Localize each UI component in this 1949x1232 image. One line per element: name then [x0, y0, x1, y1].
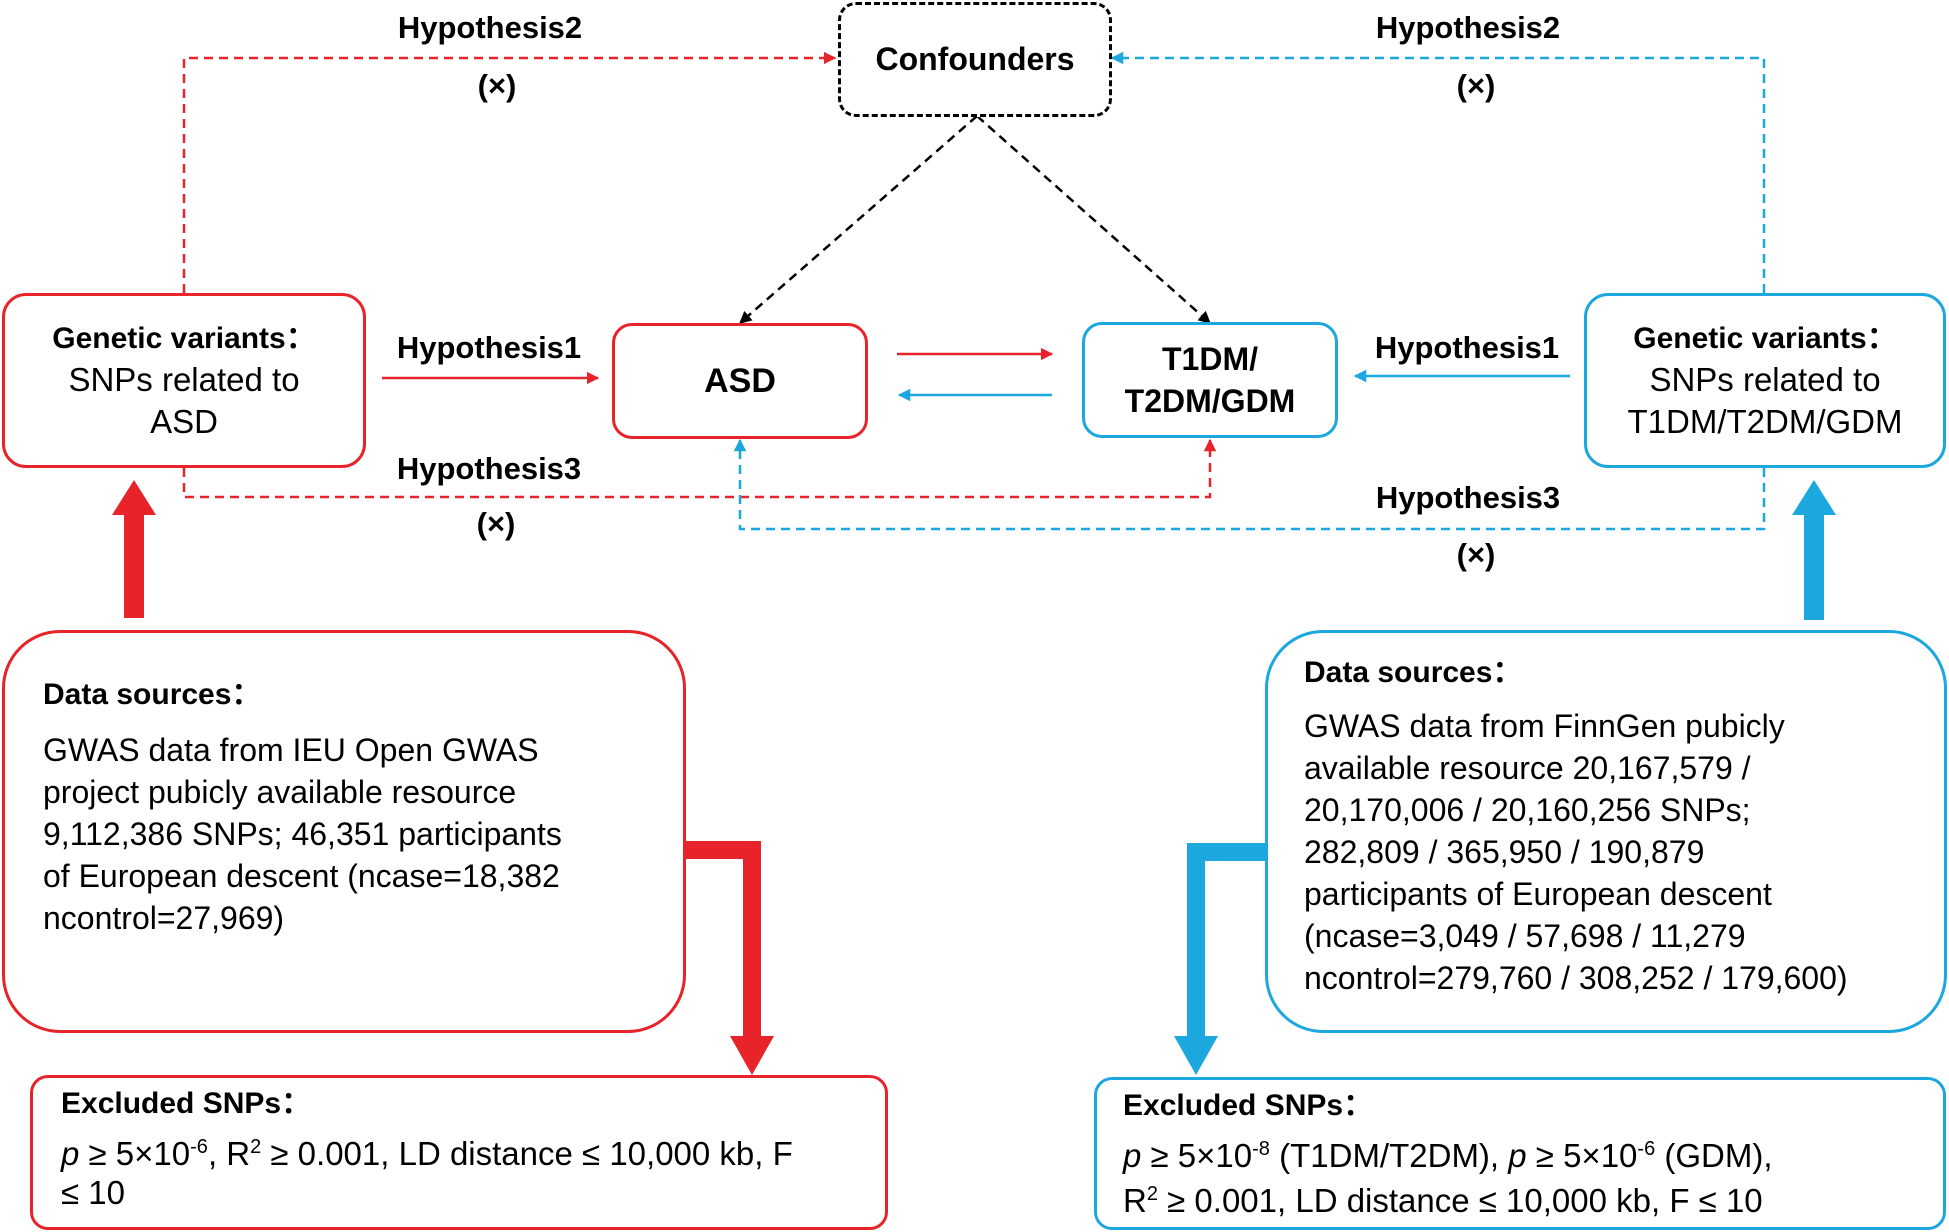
left-data-sources-title: Data sources：	[43, 678, 262, 711]
asd-node: ASD	[612, 323, 868, 439]
right-excluded-snps-box: Excluded SNPs： p ≥ 5×10-8 (T1DM/T2DM), p…	[1094, 1077, 1946, 1230]
left-data-sources-box: Data sources： GWAS data from IEU Open GW…	[2, 630, 686, 1033]
confounder-to-diabetes-arrow	[976, 115, 1211, 324]
diabetes-label-line1: T1DM/	[1162, 341, 1258, 377]
right-data-sources-line: participants of European descent	[1304, 876, 1772, 912]
left-data-sources-line: ncontrol=27,969)	[43, 900, 285, 936]
left-data-sources-line: 9,112,386 SNPs; 46,351 participants	[43, 816, 562, 852]
right-genetic-variants-title: Genetic variants：	[1633, 321, 1897, 355]
diabetes-node: T1DM/ T2DM/GDM	[1082, 322, 1338, 438]
left-excluded-criteria-line2: ≤ 10	[61, 1174, 125, 1211]
right-data-sources-line: 20,170,006 / 20,160,256 SNPs;	[1304, 792, 1751, 828]
left-hypothesis2-path	[182, 51, 837, 293]
right-data-sources-line: GWAS data from FinnGen pubicly	[1304, 708, 1785, 744]
left-hypothesis3-cross: (×)	[476, 506, 516, 541]
right-thick-arrow-shaft	[1804, 513, 1824, 620]
left-thick-arrow-shaft	[124, 513, 144, 618]
left-hypothesis3-path	[182, 438, 1217, 499]
right-thick-arrow-head	[1792, 480, 1836, 515]
right-hypothesis2-label: Hypothesis2	[1375, 10, 1561, 45]
right-data-sources-box: Data sources： GWAS data from FinnGen pub…	[1265, 630, 1947, 1033]
right-elbow-arrow-head	[1174, 1036, 1218, 1075]
right-data-sources-title: Data sources：	[1304, 656, 1523, 689]
left-thick-arrow-head	[112, 480, 156, 515]
confounders-label: Confounders	[875, 41, 1075, 77]
left-data-sources-line: project pubicly available resource	[43, 774, 517, 810]
confounder-to-asd-arrow	[739, 115, 978, 324]
right-excluded-criteria-line2: R2 ≥ 0.001, LD distance ≤ 10,000 kb, F ≤…	[1123, 1182, 1763, 1219]
right-excluded-criteria: p ≥ 5×10-8 (T1DM/T2DM), p ≥ 5×10-6 (GDM)…	[1123, 1137, 1773, 1174]
right-genetic-variants-line1: SNPs related to	[1649, 360, 1881, 398]
left-elbow-arrow	[686, 841, 761, 1040]
right-genetic-variants-box: Genetic variants： SNPs related to T1DM/T…	[1584, 293, 1946, 468]
right-hypothesis3-label: Hypothesis3	[1375, 480, 1561, 515]
left-hypothesis2-label: Hypothesis2	[397, 10, 583, 45]
right-genetic-variants-line2: T1DM/T2DM/GDM	[1627, 402, 1903, 440]
diabetes-label-line2: T2DM/GDM	[1124, 383, 1296, 419]
left-excluded-criteria: p ≥ 5×10-6, R2 ≥ 0.001, LD distance ≤ 10…	[61, 1135, 793, 1172]
left-genetic-variants-line2: ASD	[150, 402, 218, 440]
left-data-sources-line: GWAS data from IEU Open GWAS	[43, 732, 539, 768]
left-data-sources-line: of European descent (ncase=18,382	[43, 858, 560, 894]
left-excluded-snps-box: Excluded SNPs： p ≥ 5×10-6, R2 ≥ 0.001, L…	[30, 1075, 888, 1230]
right-elbow-arrow	[1187, 843, 1265, 1040]
right-hypothesis2-path	[1110, 51, 1766, 293]
left-genetic-variants-box: Genetic variants： SNPs related to ASD	[2, 293, 366, 468]
right-data-sources-line: ncontrol=279,760 / 308,252 / 179,600)	[1304, 960, 1848, 996]
right-excluded-snps-title: Excluded SNPs：	[1123, 1089, 1374, 1122]
right-data-sources-line: (ncase=3,049 / 57,698 / 11,279	[1304, 918, 1746, 954]
left-genetic-variants-title: Genetic variants：	[52, 321, 316, 355]
confounders-node: Confounders	[838, 2, 1112, 117]
right-data-sources-line: 282,809 / 365,950 / 190,879	[1304, 834, 1705, 870]
left-hypothesis1-label: Hypothesis1	[396, 330, 582, 365]
left-elbow-arrow-head	[730, 1036, 774, 1075]
right-hypothesis3-path	[733, 438, 1766, 531]
right-hypothesis2-cross: (×)	[1456, 68, 1496, 103]
left-excluded-snps-title: Excluded SNPs：	[61, 1087, 312, 1120]
left-genetic-variants-line1: SNPs related to	[68, 360, 300, 398]
right-hypothesis3-cross: (×)	[1456, 537, 1496, 572]
left-hypothesis2-cross: (×)	[477, 68, 517, 103]
left-hypothesis3-label: Hypothesis3	[396, 451, 582, 486]
right-hypothesis1-label: Hypothesis1	[1374, 330, 1560, 365]
asd-label: ASD	[704, 361, 776, 400]
right-data-sources-line: available resource 20,167,579 /	[1304, 750, 1751, 786]
